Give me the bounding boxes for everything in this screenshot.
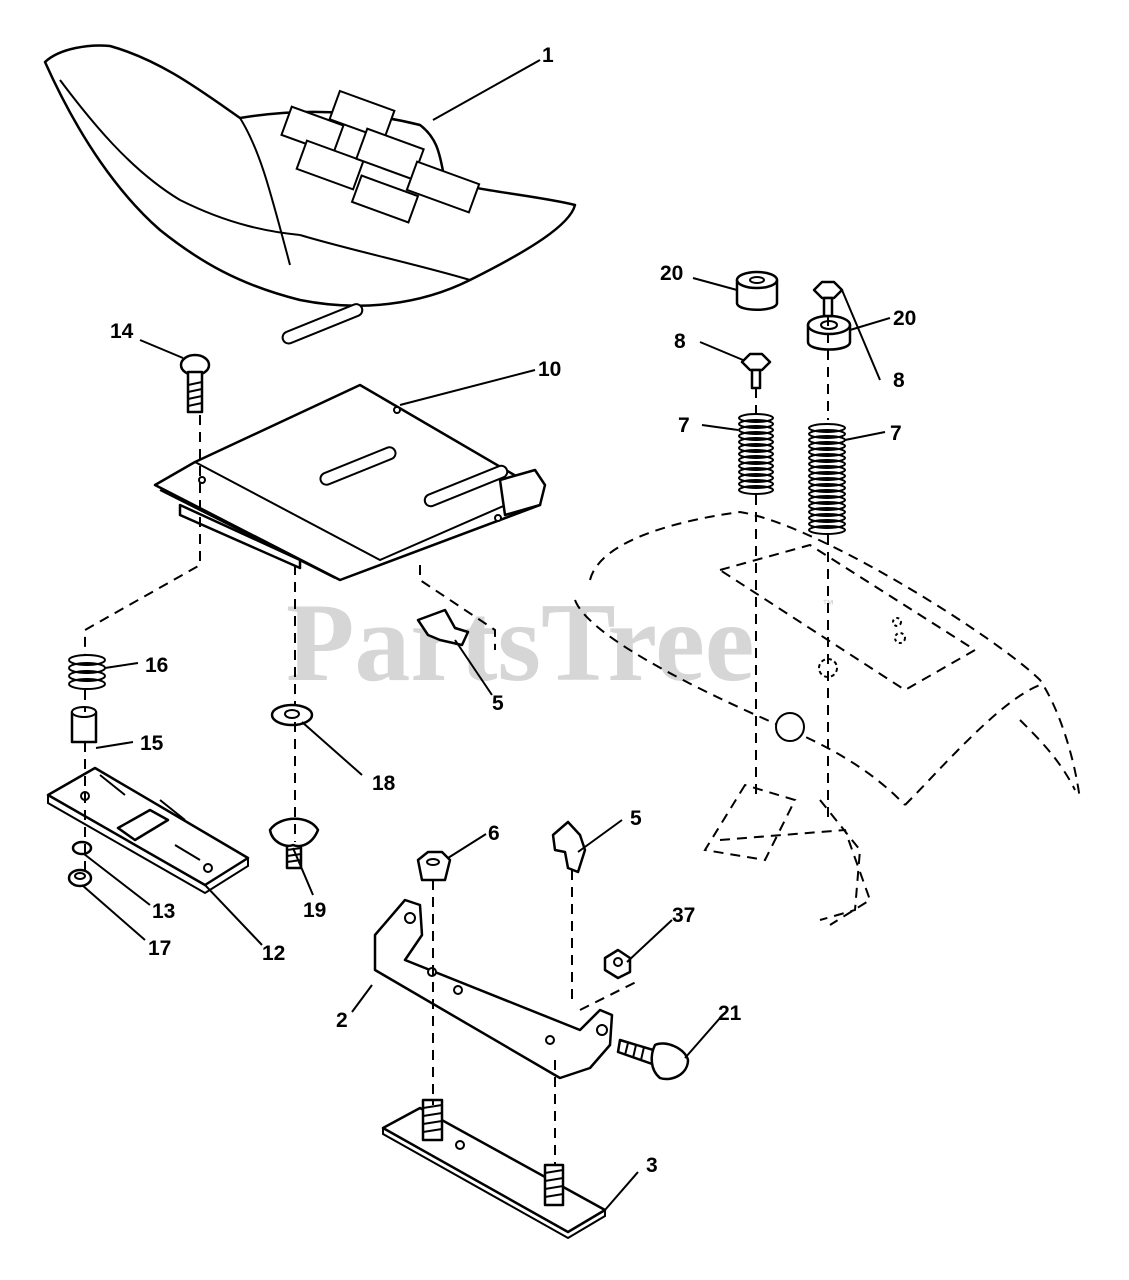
callout-19: 19: [303, 899, 326, 922]
callout-5-lower: 5: [630, 807, 642, 830]
callout-3: 3: [646, 1154, 658, 1177]
callout-6: 6: [488, 822, 500, 845]
callout-14: 14: [110, 320, 134, 343]
callout-16: 16: [145, 654, 168, 677]
callout-5-upper: 5: [492, 692, 504, 715]
shoulder-bolt-part-8-right: [812, 280, 844, 318]
callout-2: 2: [336, 1009, 348, 1032]
callout-7-right: 7: [890, 422, 902, 445]
shoulder-bolt-part-21: [616, 1038, 690, 1081]
callout-17: 17: [148, 937, 171, 960]
carriage-bolt-part: [179, 353, 211, 414]
callout-20-left: 20: [660, 262, 683, 285]
callout-13: 13: [152, 900, 175, 923]
callout-1: 1: [542, 44, 554, 67]
callout-15: 15: [140, 732, 164, 755]
seat-pan-part: [153, 303, 547, 582]
callout-8-right: 8: [893, 369, 905, 392]
callout-37: 37: [672, 904, 695, 927]
callout-7-left: 7: [678, 414, 690, 437]
nut-part-37: [603, 948, 632, 980]
callout-8-left: 8: [674, 330, 686, 353]
fender-outline: [574, 510, 1081, 926]
spacer-part-15: [70, 706, 98, 744]
spring-part-16: [68, 654, 106, 690]
spring-part-7-right: [808, 423, 846, 535]
shoulder-bolt-part-8-left: [740, 352, 772, 390]
callout-10: 10: [538, 358, 561, 381]
nut-part-6: [416, 850, 452, 882]
seat-part: [43, 44, 577, 307]
clip-part-5-upper: [416, 608, 470, 647]
callout-20-right: 20: [893, 307, 916, 330]
clip-part-5-lower: [551, 820, 587, 874]
callout-labels: 1 10 14 16 15 13 17 12 18 19 5 5 6 37 2 …: [110, 44, 916, 1177]
watermark-text: PartsTree: [286, 581, 755, 705]
callout-21: 21: [718, 1002, 742, 1025]
plate-part-3: [381, 1098, 607, 1240]
assembly-lines: [84, 316, 829, 1165]
callout-12: 12: [262, 942, 285, 965]
spacer-part-20-left: [735, 270, 779, 311]
bracket-part-12: [46, 766, 250, 895]
washer-part-13: [71, 840, 93, 856]
spring-part-7-left: [738, 413, 774, 495]
leader-lines: [81, 59, 891, 1211]
washer-part-18: [270, 703, 314, 727]
mounting-bracket-part-2: [373, 898, 614, 1080]
callout-18: 18: [372, 772, 396, 795]
locknut-part-17: [67, 868, 93, 888]
